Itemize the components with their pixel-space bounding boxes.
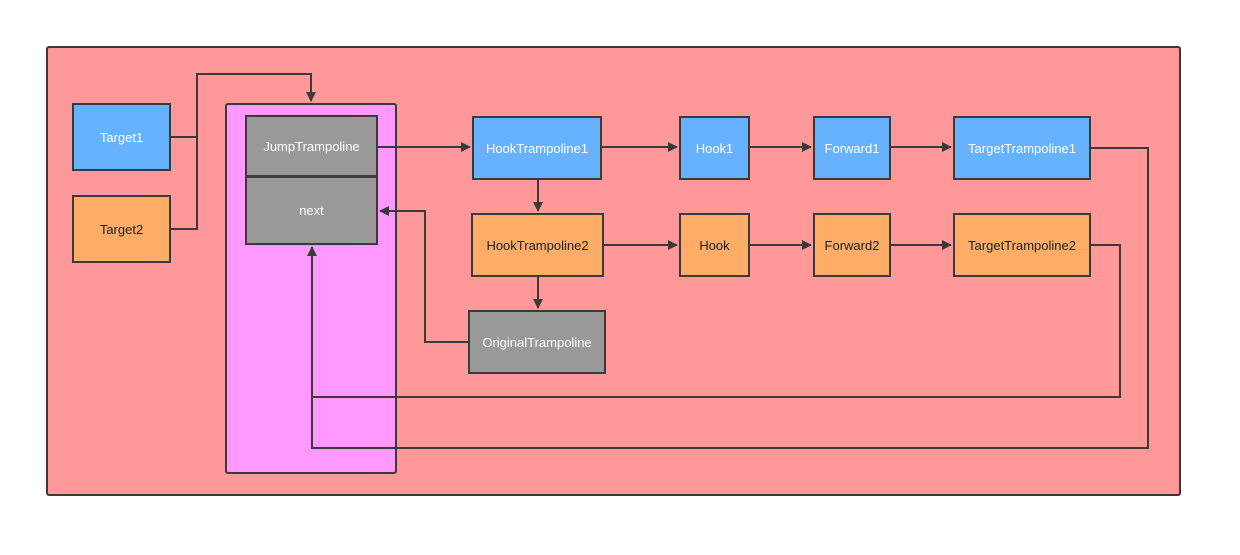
node-jump-trampoline: JumpTrampoline [245,115,378,177]
edge-target1-to-jumptrampoline [170,73,316,138]
edge-targettrampoline1-loop-to-next [307,147,1149,449]
node-forward1: Forward1 [813,116,891,180]
node-hook: Hook [679,213,750,277]
edge-targettrampoline2-loop [312,244,1121,398]
node-hook-trampoline2: HookTrampoline2 [471,213,604,277]
node-forward2: Forward2 [813,213,891,277]
node-hook1: Hook1 [679,116,750,180]
node-target-trampoline1: TargetTrampoline1 [953,116,1091,180]
edge-originaltrampoline-to-next [379,206,468,343]
edge-target2-to-jumptrampoline [170,137,198,230]
node-hook-trampoline1: HookTrampoline1 [472,116,602,180]
node-target1: Target1 [72,103,171,171]
node-next: next [245,176,378,245]
node-target2: Target2 [72,195,171,263]
node-target-trampoline2: TargetTrampoline2 [953,213,1091,277]
node-original-trampoline: OriginalTrampoline [468,310,606,374]
